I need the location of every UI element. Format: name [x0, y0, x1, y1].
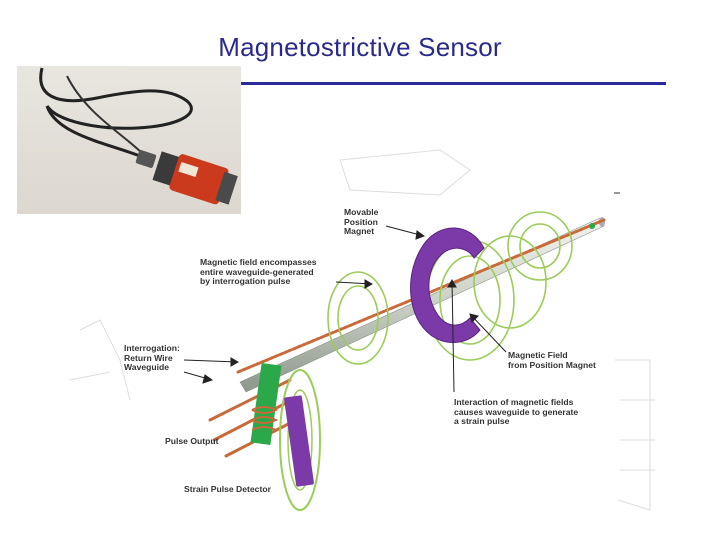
magnetostrictive-sensor-photo-icon	[39, 67, 238, 205]
callout-arrows	[183, 225, 507, 393]
pulse-output-block	[250, 362, 282, 446]
label-movable-magnet: Movable Position Magnet	[344, 207, 379, 236]
pulse-output-coil	[251, 406, 279, 431]
label-strain-detector: Strain Pulse Detector	[184, 484, 271, 494]
label-interaction: Interaction of magnetic fields causes wa…	[454, 397, 579, 426]
waveguide-tip	[589, 223, 595, 229]
label-pulse-output: Pulse Output	[165, 436, 219, 446]
label-field-from-magnet: Magnetic Field from Position Magnet	[508, 350, 596, 370]
strain-pulse-detector	[279, 369, 321, 511]
background-sketch	[69, 149, 655, 511]
label-field-encompasses: Magnetic field encompasses entire wavegu…	[200, 257, 317, 286]
title-underline	[174, 82, 666, 85]
label-interrogation: Interrogation: Return Wire Waveguide	[124, 343, 180, 372]
sensor-photo	[17, 66, 241, 214]
position-magnet	[410, 227, 485, 344]
slide-title: Magnetostrictive Sensor	[218, 32, 502, 62]
field-lines	[327, 211, 573, 365]
